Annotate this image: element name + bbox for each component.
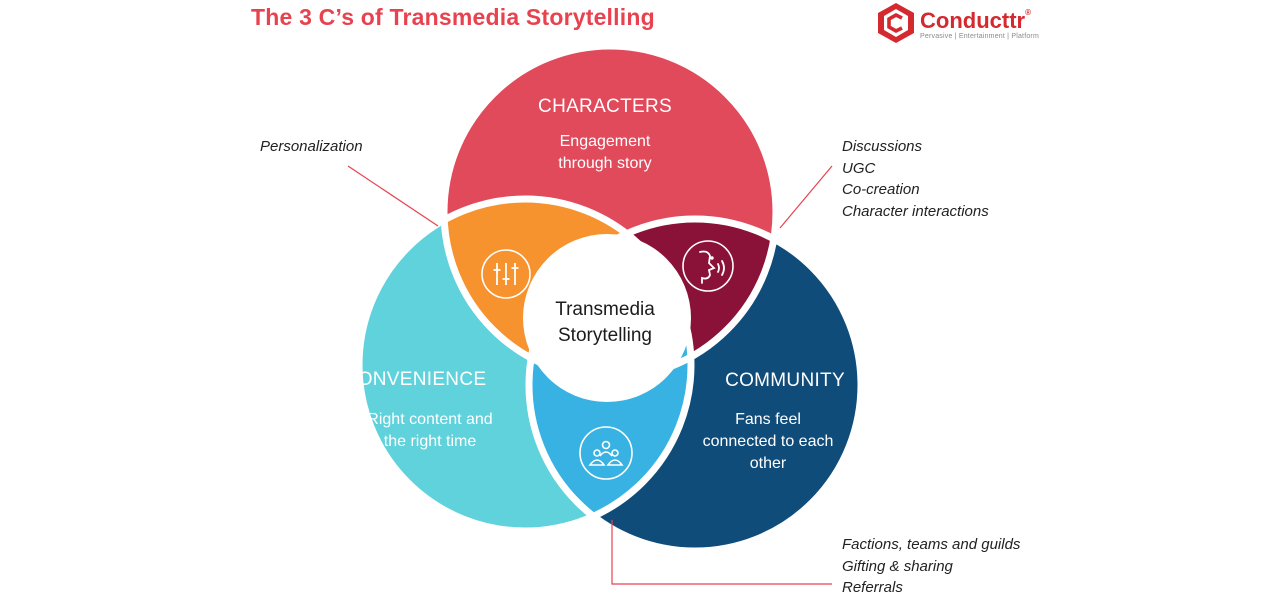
discussions-note: Discussions UGC Co-creation Character in… <box>842 138 989 220</box>
page-title: The 3 C’s of Transmedia Storytelling <box>251 4 655 30</box>
logo-tagline: Pervasive | Entertainment | Platform <box>920 33 1039 40</box>
community-heading: COMMUNITY <box>725 370 845 391</box>
personalization-note: Personalization <box>260 138 363 155</box>
speaking-head-icon <box>682 240 734 292</box>
personalization-connector <box>347 165 439 227</box>
center-label: Transmedia Storytelling <box>555 299 655 346</box>
group-icon <box>579 426 633 480</box>
discussions-connector <box>779 165 833 229</box>
logo-name: Conducttr® <box>920 8 1031 33</box>
characters-description: Engagement through story <box>558 133 652 172</box>
discussions-overlap <box>529 219 776 378</box>
factions-note: Factions, teams and guilds Gifting & sha… <box>842 536 1021 596</box>
convenience-heading: CONVENIENCE <box>343 369 487 390</box>
factions-connector <box>611 520 832 585</box>
center-circle <box>523 234 691 402</box>
conducttr-logo: Conducttr® Pervasive | Entertainment | P… <box>876 2 1039 44</box>
characters-heading: CHARACTERS <box>538 96 672 117</box>
sliders-icon <box>481 249 531 299</box>
conducttr-hexagon-icon <box>878 3 914 43</box>
community-description: Fans feel connected to each other <box>702 411 834 472</box>
convenience-description: Right content and the right time <box>367 411 493 450</box>
